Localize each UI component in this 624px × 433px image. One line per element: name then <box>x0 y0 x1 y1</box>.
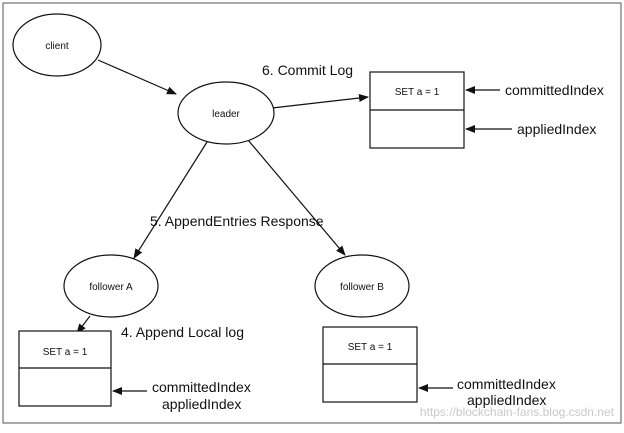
follower-a-to-log-arrow <box>76 315 91 334</box>
follower-b-committed-index-label: committedIndex <box>457 376 556 392</box>
follower-a-node: follower A <box>63 254 159 318</box>
follower-a-log-box: SET a = 1 <box>18 330 112 407</box>
leader-committed-index-label: committedIndex <box>505 82 604 98</box>
leader-to-follower-b-arrow <box>247 139 346 256</box>
leader-label: leader <box>212 109 240 120</box>
leader-to-log-arrow <box>271 94 369 109</box>
client-to-leader-arrow <box>97 59 177 95</box>
follower-a-committed-index-label: committedIndex <box>152 379 251 395</box>
append-local-log-label: 4. Append Local log <box>121 324 244 340</box>
leader-applied-index-label: appliedIndex <box>517 121 596 137</box>
watermark: https://blockchain-fans.blog.csdn.net <box>420 405 615 419</box>
follower-b-label: follower B <box>340 282 384 293</box>
leader-node: leader <box>177 81 275 145</box>
append-entries-response-label: 5. AppendEntries Response <box>150 213 324 229</box>
follower-a-label: follower A <box>89 282 133 293</box>
follower-b-log-box: SET a = 1 <box>322 326 418 403</box>
follower-b-node: follower B <box>314 254 410 318</box>
follower-b-log-entry: SET a = 1 <box>348 342 393 353</box>
leader-log-box: SET a = 1 <box>369 71 465 149</box>
diagram-border <box>2 2 622 424</box>
follower-a-log-entry: SET a = 1 <box>43 347 88 358</box>
client-label: client <box>45 41 69 52</box>
client-node: client <box>12 13 102 77</box>
follower-a-applied-index-label: appliedIndex <box>162 396 241 412</box>
commit-log-label: 6. Commit Log <box>262 62 353 78</box>
leader-log-entry: SET a = 1 <box>395 87 440 98</box>
leader-to-follower-a-arrow <box>133 141 208 259</box>
follower-b-applied-index-label: appliedIndex <box>467 392 546 408</box>
